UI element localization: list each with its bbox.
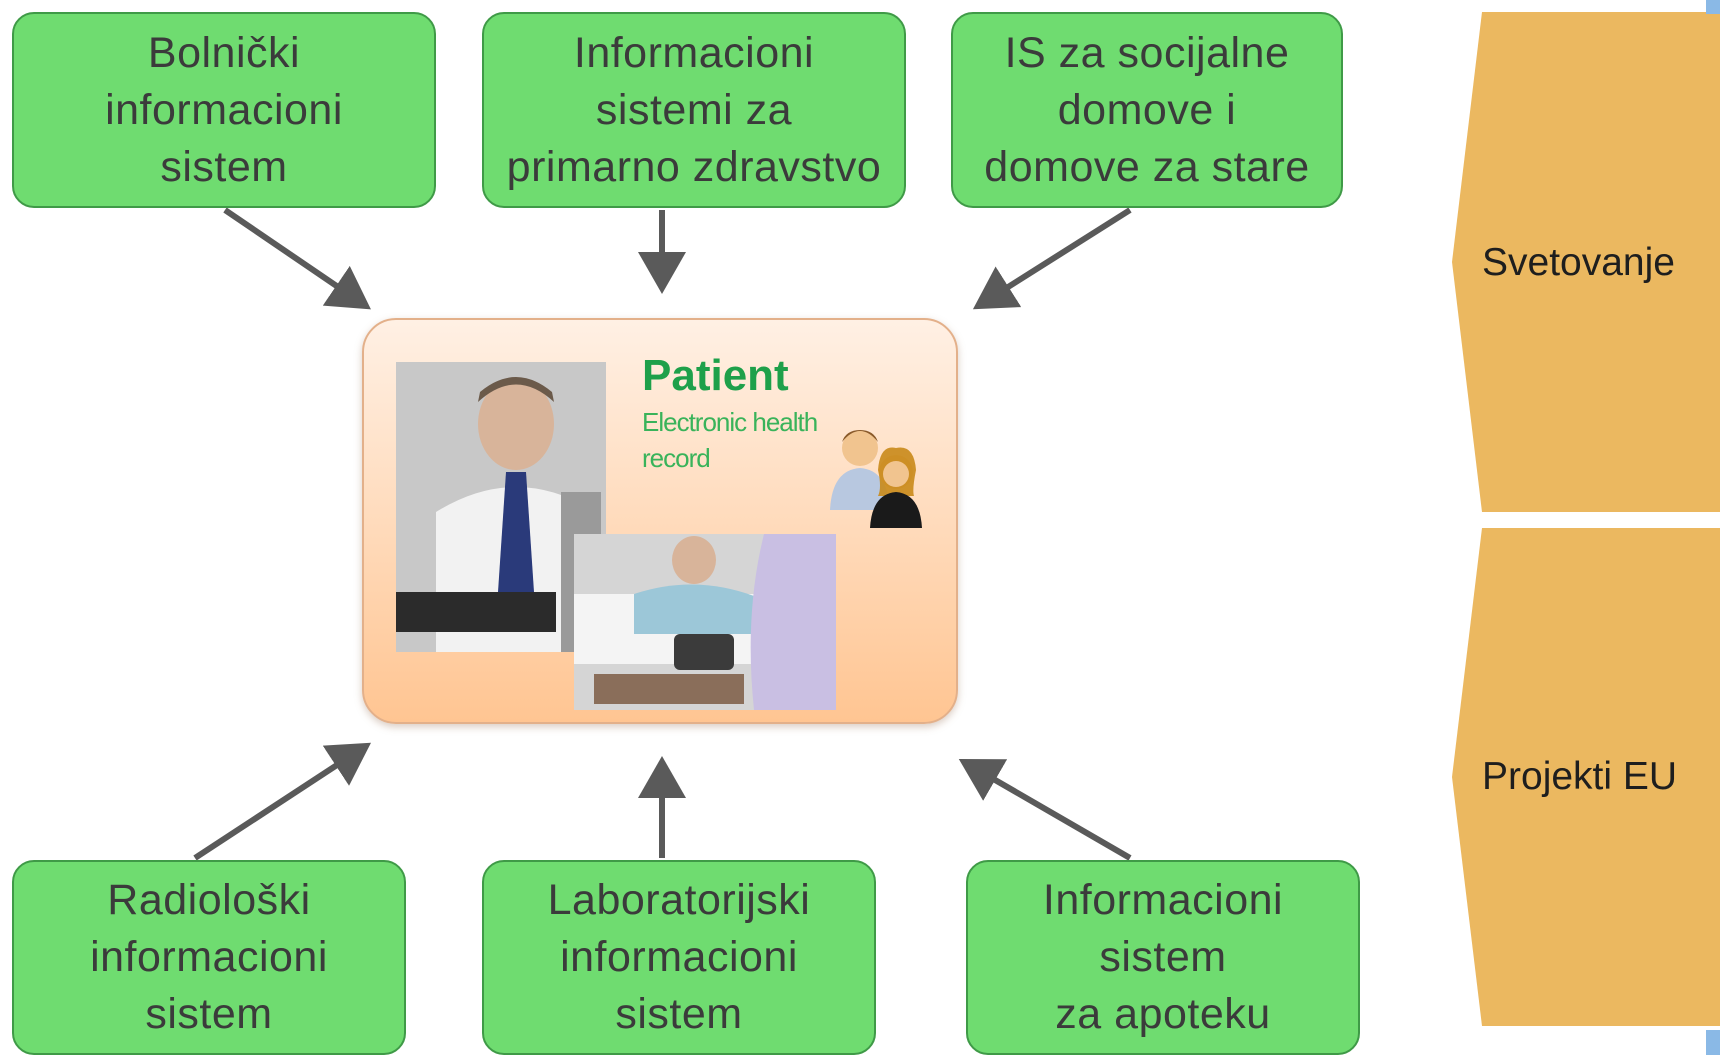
box-line: Informacioni	[573, 28, 815, 77]
box-line: sistemi za	[595, 85, 793, 134]
primary-care-information-systems-box: Informacioni sistemi za primarno zdravst…	[482, 12, 906, 208]
box-line: domove i	[1057, 85, 1237, 134]
hospital-bed-photo	[574, 534, 836, 710]
arrow-social-to-patient	[972, 207, 1132, 310]
arrow-pharmacy-to-patient	[958, 758, 1132, 861]
eu-projects-panel	[1452, 528, 1720, 1026]
laboratory-information-system-box: Laboratorijski informacioni sistem	[482, 860, 876, 1055]
box-line: sistem	[1099, 933, 1227, 981]
doctor-photo	[396, 362, 606, 652]
pharmacy-information-system-box: Informacioni sistem za apoteku	[966, 860, 1360, 1055]
box-line: informacioni	[105, 85, 343, 134]
decorative-edge-top	[1706, 0, 1720, 14]
radiology-information-system-box: Radiološki informacioni sistem	[12, 860, 406, 1055]
eu-projects-label: Projekti EU	[1482, 755, 1678, 798]
arrow-hospital-to-patient	[223, 207, 371, 310]
subtitle-line: record	[642, 443, 711, 473]
people-icon	[830, 430, 922, 528]
box-line: informacioni	[560, 933, 798, 981]
consulting-panel	[1452, 12, 1720, 512]
box-line: primarno zdravstvo	[506, 142, 882, 191]
patient-ehr-card: Patient Electronic health record	[362, 318, 958, 724]
box-line: informacioni	[90, 933, 328, 981]
patient-title: Patient	[642, 351, 789, 400]
decorative-edge-bottom	[1706, 1030, 1720, 1055]
box-line: sistem	[145, 990, 273, 1038]
box-line: domove za stare	[984, 142, 1310, 191]
arrow-radiology-to-patient	[193, 742, 372, 861]
box-line: Informacioni	[1042, 876, 1284, 924]
box-line: sistem	[160, 142, 288, 191]
social-homes-information-system-box: IS za socijalne domove i domove za stare	[951, 12, 1343, 208]
box-line: za apoteku	[1055, 990, 1271, 1038]
box-line: Bolnički	[147, 28, 301, 77]
box-line: Laboratorijski	[547, 876, 811, 924]
patient-subtitle: Electronic health record	[642, 404, 842, 476]
hospital-information-system-box: Bolnički informacioni sistem	[12, 12, 436, 208]
box-line: IS za socijalne	[1004, 28, 1290, 77]
consulting-label: Svetovanje	[1482, 241, 1675, 284]
box-line: sistem	[615, 990, 743, 1038]
box-line: Radiološki	[107, 876, 311, 924]
subtitle-line: Electronic health	[642, 407, 818, 437]
